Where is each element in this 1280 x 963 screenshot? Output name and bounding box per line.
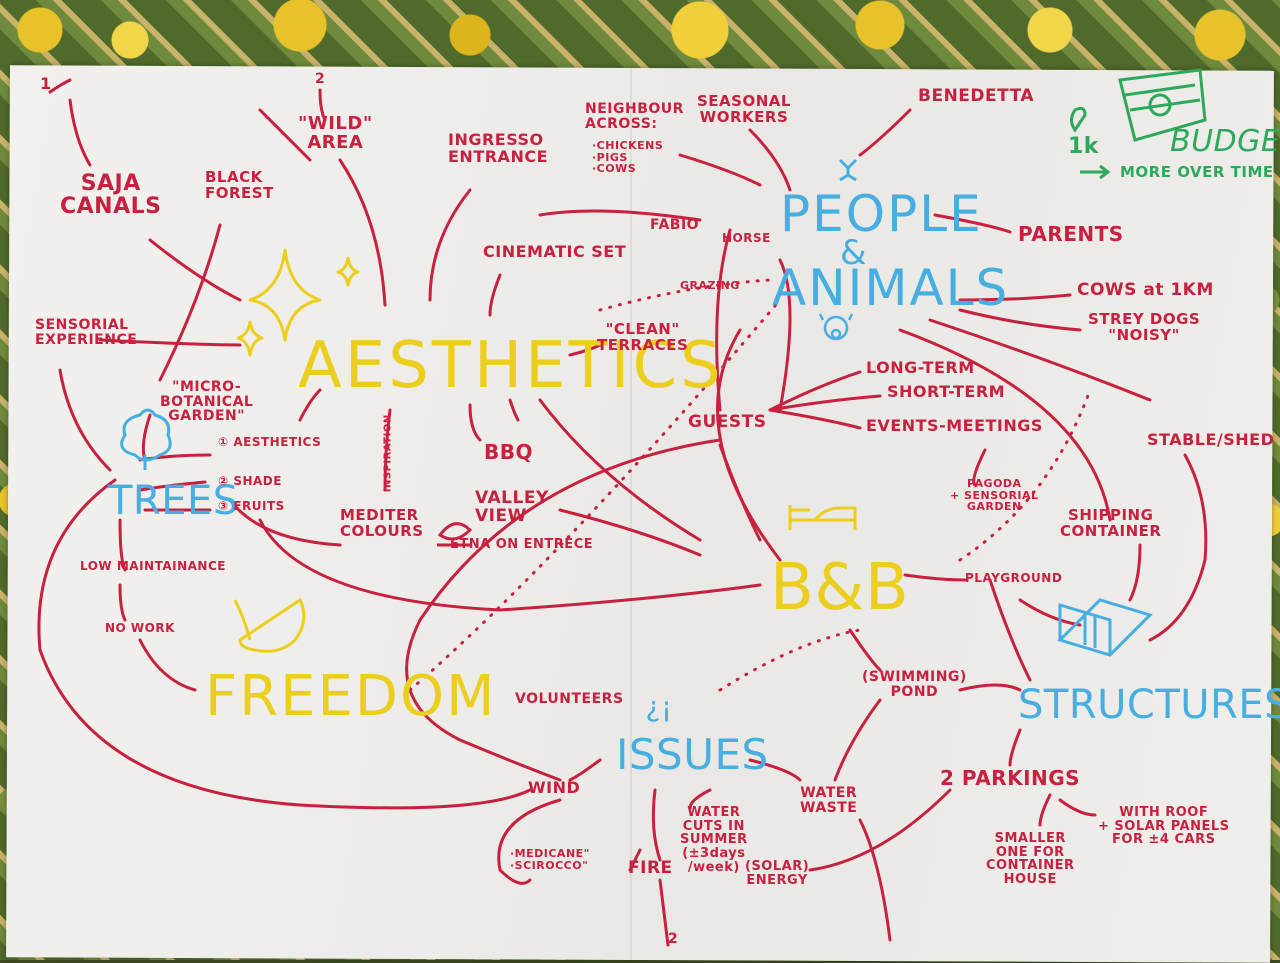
node-seasonal-workers: SEASONAL WORKERS — [697, 92, 791, 126]
hub-people: PEOPLE — [780, 185, 983, 243]
node-neighbour: NEIGHBOUR ACROSS: — [585, 101, 684, 132]
node-strey-dogs: STREY DOGS "NOISY" — [1088, 310, 1201, 344]
hub-issues-mark: !? — [645, 694, 673, 728]
node-swimming-pond: (SWIMMING) POND — [862, 669, 967, 700]
node-wind-types: ·MEDICANE" ·SCIROCCO" — [510, 847, 590, 872]
node-cinematic-set: CINEMATIC SET — [483, 242, 627, 261]
node-trees-fruits: ③ FRUITS — [218, 499, 285, 513]
node-playground: PLAYGROUND — [965, 571, 1063, 585]
node-cows: COWS at 1KM — [1077, 280, 1214, 300]
node-neighbour-list: ·CHICKENS ·PIGS ·COWS — [592, 139, 664, 176]
node-mediter-colours: MEDITER COLOURS — [340, 506, 424, 540]
node-water-cuts: WATER CUTS IN SUMMER (±3days /week) — [680, 805, 748, 875]
node-events-meetings: EVENTS-MEETINGS — [866, 416, 1043, 435]
node-inspiration: INSPIRATION — [382, 414, 394, 493]
node-shipping-container: SHIPPING CONTAINER — [1060, 506, 1162, 540]
node-long-term: LONG-TERM — [866, 358, 975, 377]
node-wild-area: "WILD" AREA — [298, 113, 373, 153]
node-parents: PARENTS — [1018, 222, 1124, 246]
node-no-work: NO WORK — [105, 621, 175, 635]
node-benedetta: BENEDETTA — [918, 86, 1035, 106]
node-guests: GUESTS — [688, 412, 767, 432]
node-pagoda: PAGODA + SENSORIAL GARDEN — [950, 477, 1039, 514]
hub-trees: TREES — [108, 478, 239, 524]
node-smaller-one: SMALLER ONE FOR CONTAINER HOUSE — [986, 831, 1075, 887]
hub-bnb: B&B — [770, 551, 910, 625]
node-short-term: SHORT-TERM — [887, 382, 1006, 401]
node-fabio: FABIO — [650, 217, 700, 233]
margin-mark-bottom: 2 — [668, 931, 679, 947]
node-solar-energy: (SOLAR) ENERGY — [745, 859, 810, 888]
margin-mark-top-mid: 2 — [315, 71, 326, 87]
node-water-waste: WATER WASTE — [800, 785, 858, 816]
budget-amount: 1k — [1068, 134, 1099, 159]
node-with-roof: WITH ROOF + SOLAR PANELS FOR ±4 CARS — [1098, 805, 1230, 848]
hub-structures: STRUCTURES — [1018, 682, 1280, 728]
node-horse: HORSE — [722, 231, 771, 245]
hub-issues: ISSUES — [616, 730, 769, 779]
node-parkings: 2 PARKINGS — [940, 766, 1081, 790]
node-black-forest: BLACK FOREST — [205, 168, 274, 202]
node-etna: ETNA ON ENTRECE — [450, 537, 594, 552]
paper-fold — [630, 68, 632, 960]
node-saja-canals: SAJA CANALS — [60, 171, 162, 220]
node-ingresso: INGRESSO ENTRANCE — [448, 130, 548, 166]
node-sensorial-experience: SENSORIAL EXPERIENCE — [35, 317, 138, 348]
node-micro-botanical: "MICRO- BOTANICAL GARDEN" — [160, 379, 254, 425]
node-clean-terraces: "CLEAN" TERRACES — [597, 320, 689, 354]
budget-note: MORE OVER TIME — [1120, 163, 1274, 181]
node-grazing: GRAZING — [680, 279, 740, 292]
node-volunteers: VOLUNTEERS — [515, 691, 624, 707]
hub-aesthetics: AESTHETICS — [298, 329, 724, 403]
node-low-maintenance: LOW MAINTAINANCE — [80, 559, 226, 573]
node-stable-shed: STABLE/SHED — [1147, 430, 1275, 449]
node-bbq: BBQ — [484, 440, 533, 464]
margin-mark-top-left: 1 — [40, 74, 52, 93]
node-fire: FIRE — [628, 858, 673, 878]
node-trees-aesthetics: ① AESTHETICS — [218, 435, 322, 449]
node-trees-shade: ② SHADE — [218, 474, 282, 488]
node-valley-view: VALLEY VIEW — [475, 488, 549, 526]
hub-budget: BUDGET — [1170, 124, 1280, 159]
hub-amp: & — [840, 233, 868, 273]
hub-freedom: FREEDOM — [205, 664, 497, 729]
hub-animals: ANIMALS — [772, 259, 1010, 317]
node-wind: WIND — [528, 778, 581, 797]
